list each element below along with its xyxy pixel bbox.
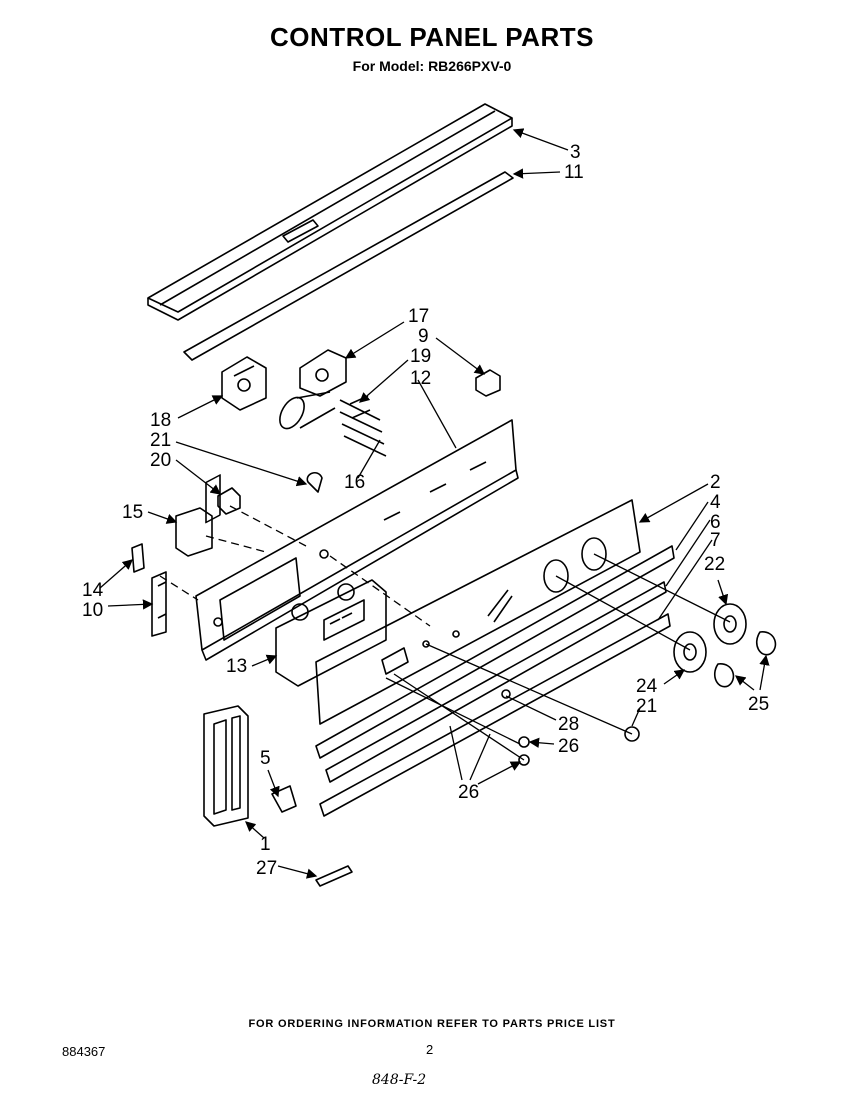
wire-leads-part [339, 395, 387, 457]
callout-2: 2 [710, 472, 721, 493]
mount-bracket-part [151, 571, 167, 637]
callout-16: 16 [344, 472, 365, 493]
page-title: CONTROL PANEL PARTS [270, 22, 594, 52]
callout-9: 9 [418, 326, 429, 347]
ordering-note: FOR ORDERING INFORMATION REFER TO PARTS … [248, 1018, 616, 1030]
callout-19: 19 [410, 346, 431, 367]
block-part [475, 369, 501, 397]
clip-part [306, 471, 323, 493]
callout-6: 6 [710, 512, 721, 533]
small-strip-part [315, 865, 353, 887]
callout-24: 24 [636, 676, 658, 697]
callout-3: 3 [570, 142, 581, 163]
switch-part [221, 356, 267, 411]
callout-10: 10 [82, 600, 103, 621]
trim-strips-part [315, 545, 675, 817]
callout-22: 21 [150, 430, 171, 451]
page-number: 2 [426, 1042, 434, 1057]
callout-5: 5 [260, 748, 271, 769]
callout-11: 11 [564, 162, 584, 183]
callout-23: 22 [704, 554, 725, 575]
front-panel-part [315, 499, 641, 725]
selector-switch-part [299, 349, 347, 397]
clock-module-part [275, 579, 387, 687]
handle-part [203, 705, 249, 827]
model-subtitle: For Model: RB266PXV-0 [352, 58, 512, 74]
callout-17: 17 [408, 306, 429, 327]
cover-part [175, 507, 213, 557]
callout-4: 4 [710, 492, 721, 513]
callout-28: 28 [558, 714, 579, 735]
callout-21: 21 [636, 696, 657, 717]
callout-26-bottom: 26 [458, 782, 479, 803]
document-number: 884367 [62, 1044, 106, 1059]
callout-25: 25 [748, 694, 769, 715]
callout-1: 1 [260, 834, 271, 855]
callout-20: 20 [150, 450, 171, 471]
callout-18: 18 [150, 410, 171, 431]
callout-27: 27 [256, 858, 277, 879]
callout-7: 7 [710, 530, 721, 551]
dial-part [673, 603, 747, 673]
ring-part [279, 391, 336, 430]
handwritten-note: 848-F-2 [372, 1072, 427, 1088]
trim-strip-part [183, 171, 514, 361]
bracket-part [217, 487, 241, 515]
callout-13: 13 [226, 656, 247, 677]
nut-part [501, 689, 640, 766]
end-cap-part [271, 785, 297, 813]
callout-26-right: 26 [558, 736, 579, 757]
callout-12: 12 [410, 368, 431, 389]
top-rail-part [147, 103, 513, 321]
callout-15: 14 [82, 580, 104, 601]
callout-14: 15 [122, 502, 143, 523]
small-bracket-part [131, 543, 145, 573]
control-panel-back-part [195, 419, 519, 661]
knob-part [713, 631, 777, 688]
